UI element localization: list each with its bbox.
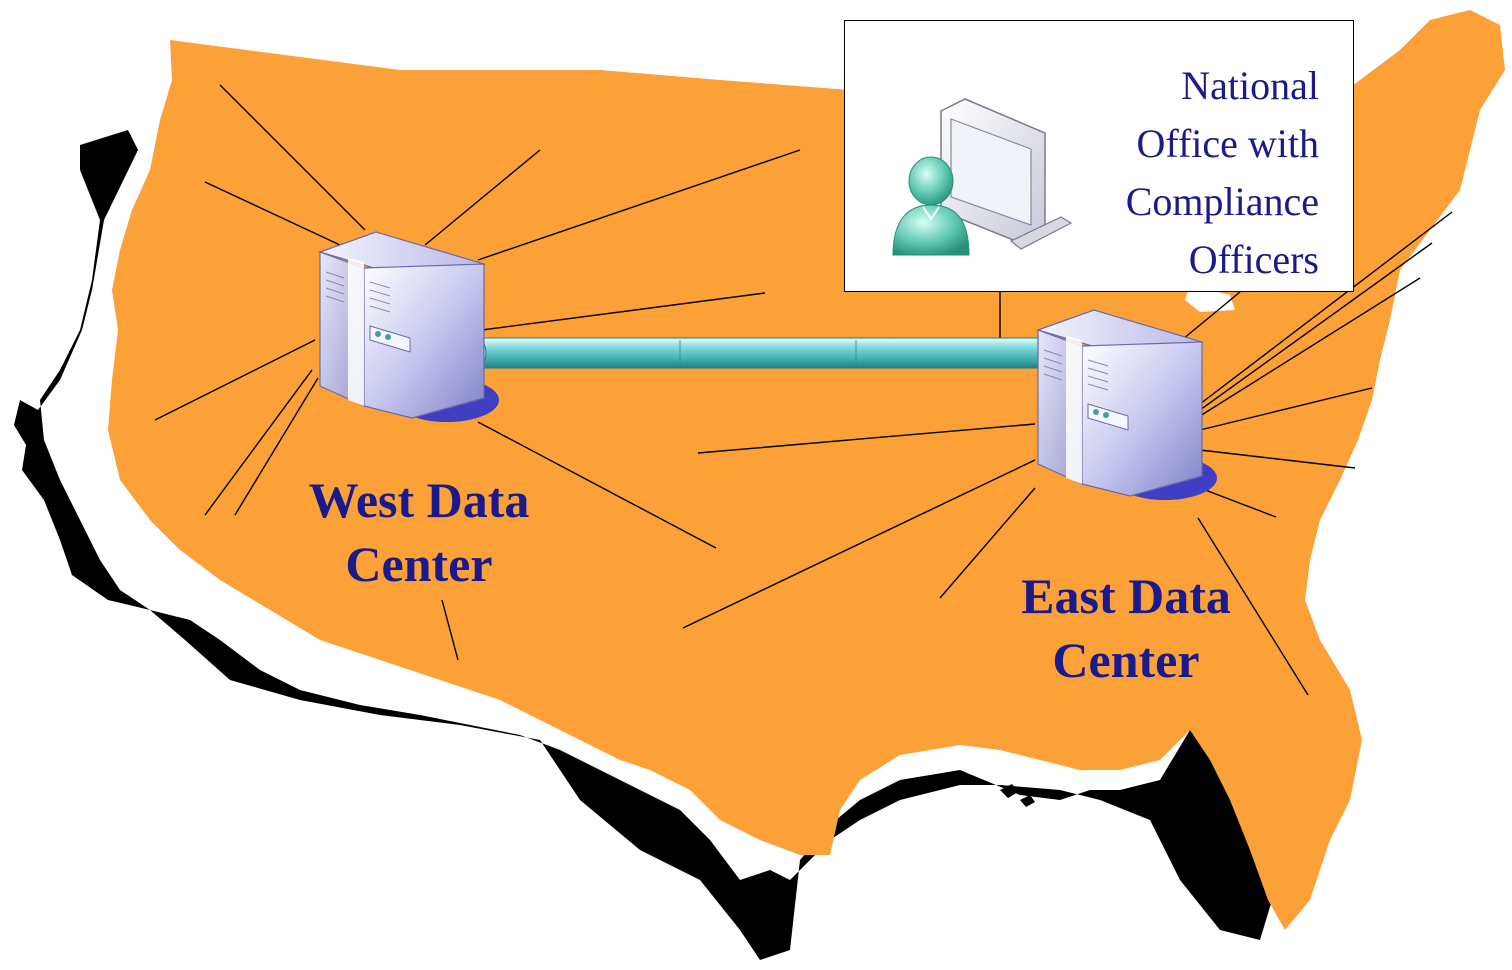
west-spoke — [477, 421, 717, 549]
east-spoke — [697, 423, 1036, 454]
national-office-label-line: Compliance — [1125, 179, 1319, 224]
east-spoke — [1197, 517, 1309, 696]
west-spoke — [204, 181, 341, 246]
user-at-monitor-icon — [892, 98, 1073, 256]
east-spoke — [1199, 487, 1277, 518]
national-office-label-line: Officers — [1188, 237, 1319, 282]
east-spoke — [1199, 277, 1421, 417]
east-spoke — [1199, 449, 1356, 469]
east-spokes — [682, 211, 1453, 696]
west-spoke — [424, 149, 541, 246]
west-spoke — [219, 84, 366, 231]
east-label-line: East Data — [1021, 568, 1231, 624]
national-office-box: National Office with Compliance Officers — [844, 20, 1354, 292]
west-spoke — [441, 599, 459, 661]
west-label-line: Center — [345, 536, 493, 592]
west-spoke — [481, 292, 766, 331]
west-spoke — [204, 369, 313, 516]
west-data-center-label: West Data Center — [284, 468, 554, 596]
east-spoke — [682, 459, 1036, 629]
west-server-icon — [318, 231, 499, 422]
west-spoke — [154, 339, 316, 421]
national-office-label: National Office with Compliance Officers — [1126, 57, 1319, 289]
west-spoke — [234, 377, 319, 516]
east-spoke — [1199, 387, 1373, 431]
east-spoke — [939, 487, 1036, 599]
national-office-label-line: National — [1181, 63, 1319, 108]
map-shadow — [14, 130, 1275, 960]
west-spokes — [154, 84, 801, 661]
east-label-line: Center — [1052, 632, 1200, 688]
east-spoke — [1199, 242, 1433, 411]
east-data-center-label: East Data Center — [994, 564, 1258, 692]
east-spoke — [1199, 211, 1453, 405]
west-spoke — [477, 149, 801, 261]
keys-detail — [1000, 784, 1035, 807]
datacenter-link-pipe — [465, 337, 1043, 369]
national-office-label-line: Office with — [1136, 121, 1319, 166]
east-server-icon — [1036, 309, 1217, 500]
west-label-line: West Data — [308, 472, 530, 528]
